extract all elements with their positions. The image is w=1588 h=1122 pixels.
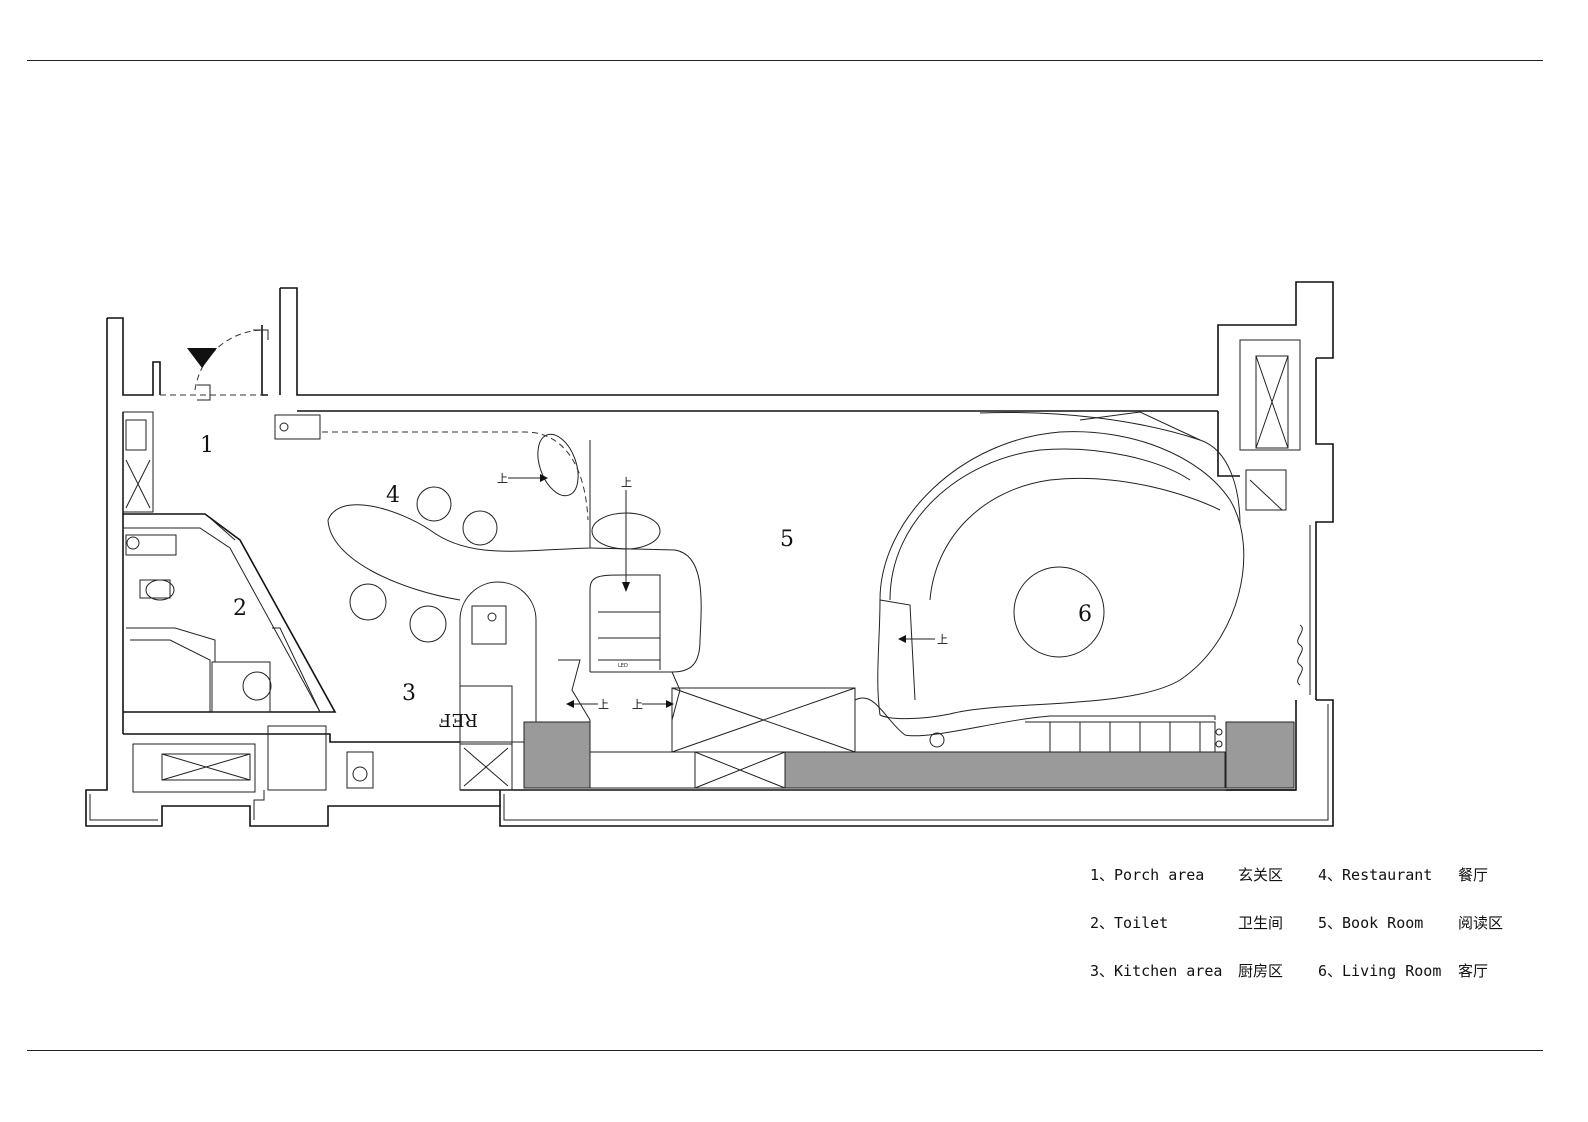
legend-item-cn: 客厅	[1458, 962, 1489, 980]
wall-fixture	[274, 414, 321, 440]
top-border-rule	[27, 60, 1543, 61]
toilet-room	[123, 513, 337, 713]
porch-cabinet	[122, 411, 154, 513]
step-mark: 上	[598, 698, 609, 711]
legend-row: 3、Kitchen area 厨房区 6、Living Room 客厅	[1090, 960, 1530, 982]
area-number-6: 6	[1078, 602, 1092, 627]
legend-row: 2、Toilet 卫生间 5、Book Room 阅读区	[1090, 912, 1530, 934]
legend-item-en: 2、Toilet	[1090, 914, 1169, 932]
step-mark: 上	[497, 472, 508, 485]
living-room	[854, 411, 1303, 789]
legend-item-en: 1、Porch area	[1090, 866, 1205, 884]
right-shaft	[1239, 339, 1301, 511]
step-mark: 上	[621, 476, 632, 489]
legend-row: 1、Porch area 玄关区 4、Restaurant 餐厅	[1090, 864, 1530, 886]
area-number-5: 5	[780, 527, 794, 552]
step-mark: 上	[632, 698, 643, 711]
entry-arrow-icon	[187, 348, 217, 368]
area-number-4: 4	[386, 483, 400, 508]
area-number-1: 1	[200, 433, 214, 458]
legend-item-cn: 玄关区	[1238, 866, 1284, 884]
entry-door	[160, 329, 269, 401]
restaurant	[322, 431, 661, 643]
legend-item-cn: 餐厅	[1458, 866, 1489, 884]
entry-closet	[132, 725, 327, 793]
legend-item-en: 6、Living Room	[1318, 962, 1442, 980]
step-mark: 上	[937, 633, 948, 646]
area-number-2: 2	[233, 596, 247, 621]
kitchen	[346, 581, 591, 791]
exterior-walls	[85, 281, 1334, 827]
legend-item-en: 3、Kitchen area	[1090, 962, 1223, 980]
area-number-3: 3	[402, 681, 416, 706]
led-label: LED	[618, 663, 628, 669]
bottom-border-rule	[27, 1050, 1543, 1051]
legend-item-en: 4、Restaurant	[1318, 866, 1433, 884]
book-room	[558, 490, 1226, 789]
legend-item-cn: 卫生间	[1238, 914, 1284, 932]
legend-item-cn: 厨房区	[1238, 962, 1284, 980]
legend-item-en: 5、Book Room	[1318, 914, 1424, 932]
legend-item-cn: 阅读区	[1458, 914, 1504, 932]
step-arrows	[508, 474, 935, 708]
fridge-label: REF	[439, 709, 478, 730]
